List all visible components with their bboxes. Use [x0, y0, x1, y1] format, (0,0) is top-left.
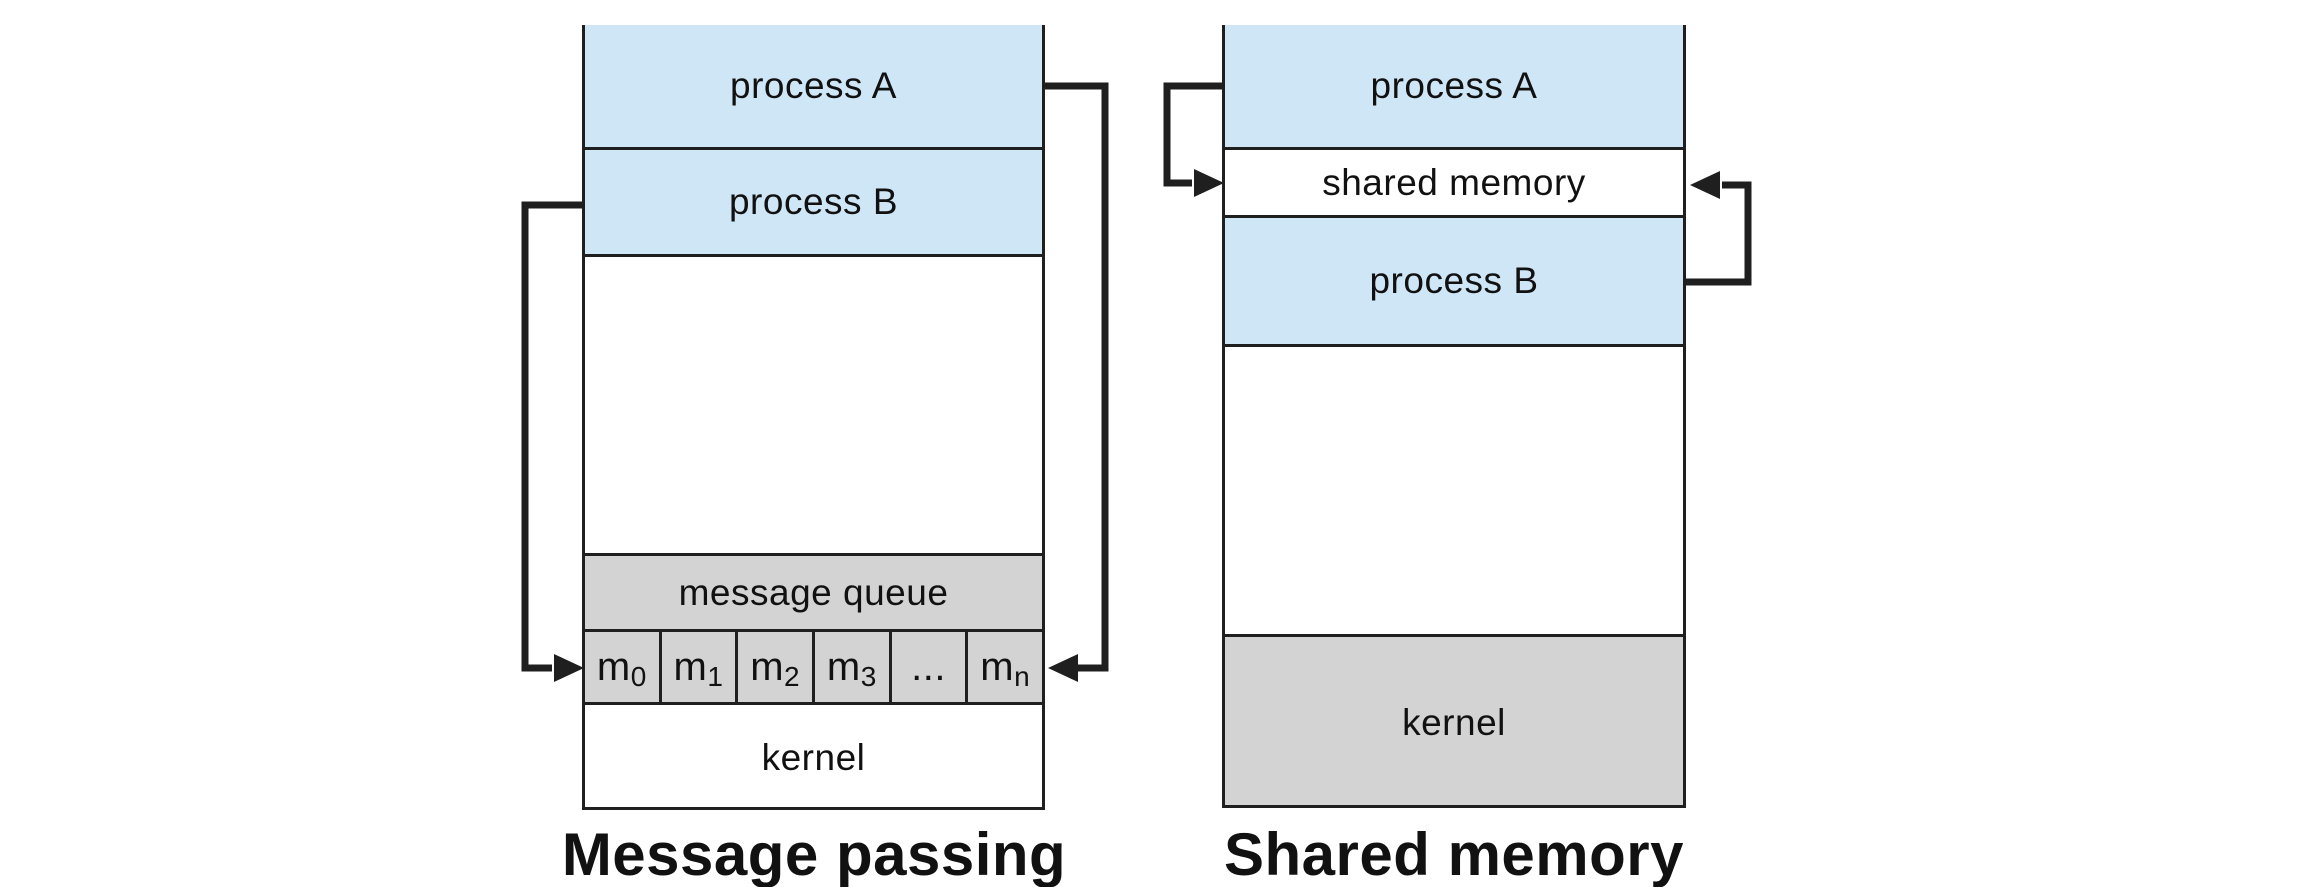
cell-subscript: 0	[630, 661, 647, 692]
cell-base: m	[596, 644, 631, 689]
kernel-label: kernel	[1402, 701, 1506, 743]
process-a-box: process A	[585, 25, 1042, 150]
cell-base: m	[980, 644, 1015, 689]
process-a-box: process A	[1225, 25, 1683, 150]
cell-base: m	[750, 644, 785, 689]
shared-memory-diagram: process A shared memory process B kernel	[1222, 25, 1686, 808]
shared-memory-box: shared memory	[1225, 150, 1683, 218]
message-passing-caption: Message passing	[561, 821, 1067, 887]
shared-memory-label: shared memory	[1322, 161, 1586, 203]
arrow-processA-to-shared-memory	[1163, 82, 1224, 197]
cell-subscript: n	[1014, 661, 1031, 692]
kernel-box: kernel	[585, 705, 1042, 810]
process-a-label: process A	[1370, 65, 1538, 106]
message-queue-box: message queue	[585, 556, 1042, 632]
cell-subscript: 2	[784, 661, 801, 692]
cell-subscript: 3	[860, 661, 877, 692]
cell-base: m	[673, 644, 708, 689]
right-column-bottom-border	[1222, 805, 1686, 808]
message-queue-label: message queue	[678, 571, 949, 613]
cell-base: m	[826, 644, 861, 689]
left-column-bottom-border	[582, 807, 1045, 810]
process-b-box: process B	[1225, 218, 1683, 347]
kernel-label: kernel	[761, 736, 866, 778]
arrow-processB-to-shared-memory	[1685, 171, 1752, 286]
arrow-processA-to-message-queue	[1044, 82, 1109, 682]
empty-space	[585, 257, 1042, 556]
process-a-label: process A	[730, 65, 897, 106]
cell-base: ...	[911, 644, 946, 689]
process-b-box: process B	[585, 150, 1042, 257]
cell-subscript: 1	[707, 661, 724, 692]
process-b-label: process B	[1369, 260, 1539, 301]
queue-cell-ellipsis: ...	[891, 632, 969, 702]
arrow-processB-to-message-queue	[521, 201, 584, 682]
empty-space	[1225, 347, 1683, 637]
shared-memory-caption: Shared memory	[1223, 821, 1684, 887]
kernel-box: kernel	[1225, 637, 1683, 808]
process-b-label: process B	[728, 181, 898, 222]
